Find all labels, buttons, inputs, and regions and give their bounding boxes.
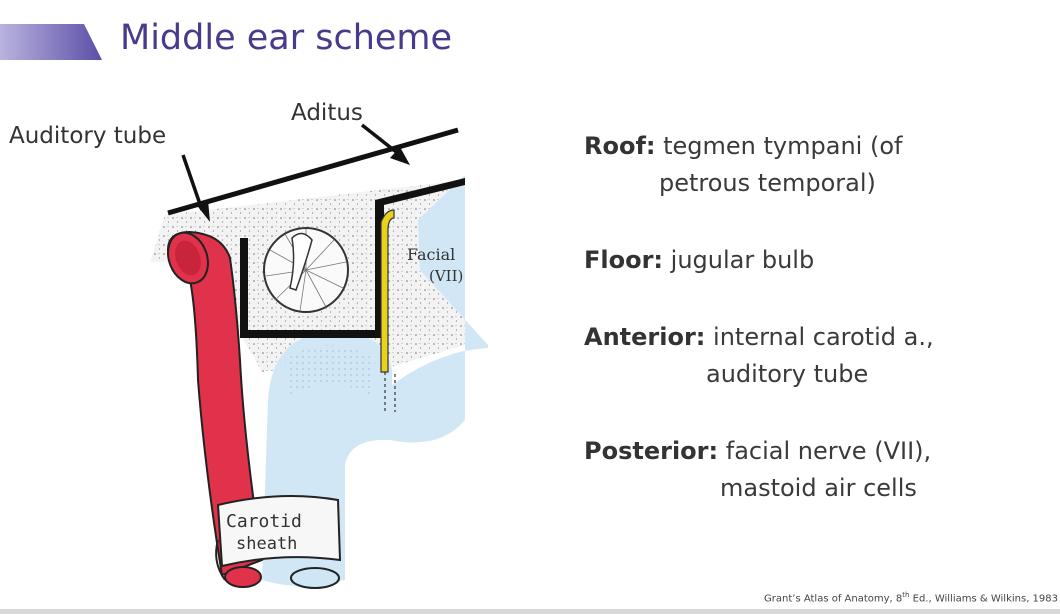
wall-roof: Roof: tegmen tympani (of petrous tempora… bbox=[584, 128, 1060, 202]
aditus-label: Aditus bbox=[291, 100, 363, 126]
wall-desc-cont: auditory tube bbox=[706, 360, 869, 388]
jugular-bulb bbox=[262, 175, 488, 586]
carotid-label: Carotid bbox=[226, 511, 302, 532]
roof-line bbox=[167, 127, 459, 216]
wall-list: Roof: tegmen tympani (of petrous tempora… bbox=[584, 128, 1060, 547]
middle-ear-diagram: Facial (VII) Carotid sheath bbox=[150, 123, 488, 589]
facial-nerve bbox=[380, 209, 395, 373]
slide-title: Middle ear scheme bbox=[120, 18, 453, 58]
wall-name: Posterior: bbox=[584, 437, 719, 465]
carotid-sheath bbox=[216, 495, 342, 568]
wall-desc: jugular bulb bbox=[663, 246, 815, 274]
title-accent-bar bbox=[0, 24, 102, 60]
wall-desc: facial nerve (VII), bbox=[718, 437, 932, 465]
wall-desc-cont: mastoid air cells bbox=[720, 474, 917, 502]
sheath-label: sheath bbox=[236, 534, 297, 554]
wall-desc: internal carotid a., bbox=[705, 323, 934, 351]
wall-desc-cont: petrous temporal) bbox=[659, 169, 876, 197]
citation: Grant’s Atlas of Anatomy, 8th Ed., Willi… bbox=[764, 590, 1058, 604]
wall-desc: tegmen tympani (of bbox=[655, 132, 903, 160]
bottom-rule bbox=[0, 609, 1060, 614]
facial-label: Facial bbox=[407, 245, 455, 264]
wall-name: Anterior: bbox=[584, 323, 706, 351]
wall-name: Roof: bbox=[584, 132, 656, 160]
wall-anterior: Anterior: internal carotid a., auditory … bbox=[584, 319, 1060, 393]
auditory-tube-label: Auditory tube bbox=[9, 123, 167, 149]
wall-floor: Floor: jugular bulb bbox=[584, 242, 1060, 279]
wall-name: Floor: bbox=[584, 246, 664, 274]
wall-posterior: Posterior: facial nerve (VII), mastoid a… bbox=[584, 433, 1060, 507]
facial-numeral-label: (VII) bbox=[429, 267, 463, 285]
